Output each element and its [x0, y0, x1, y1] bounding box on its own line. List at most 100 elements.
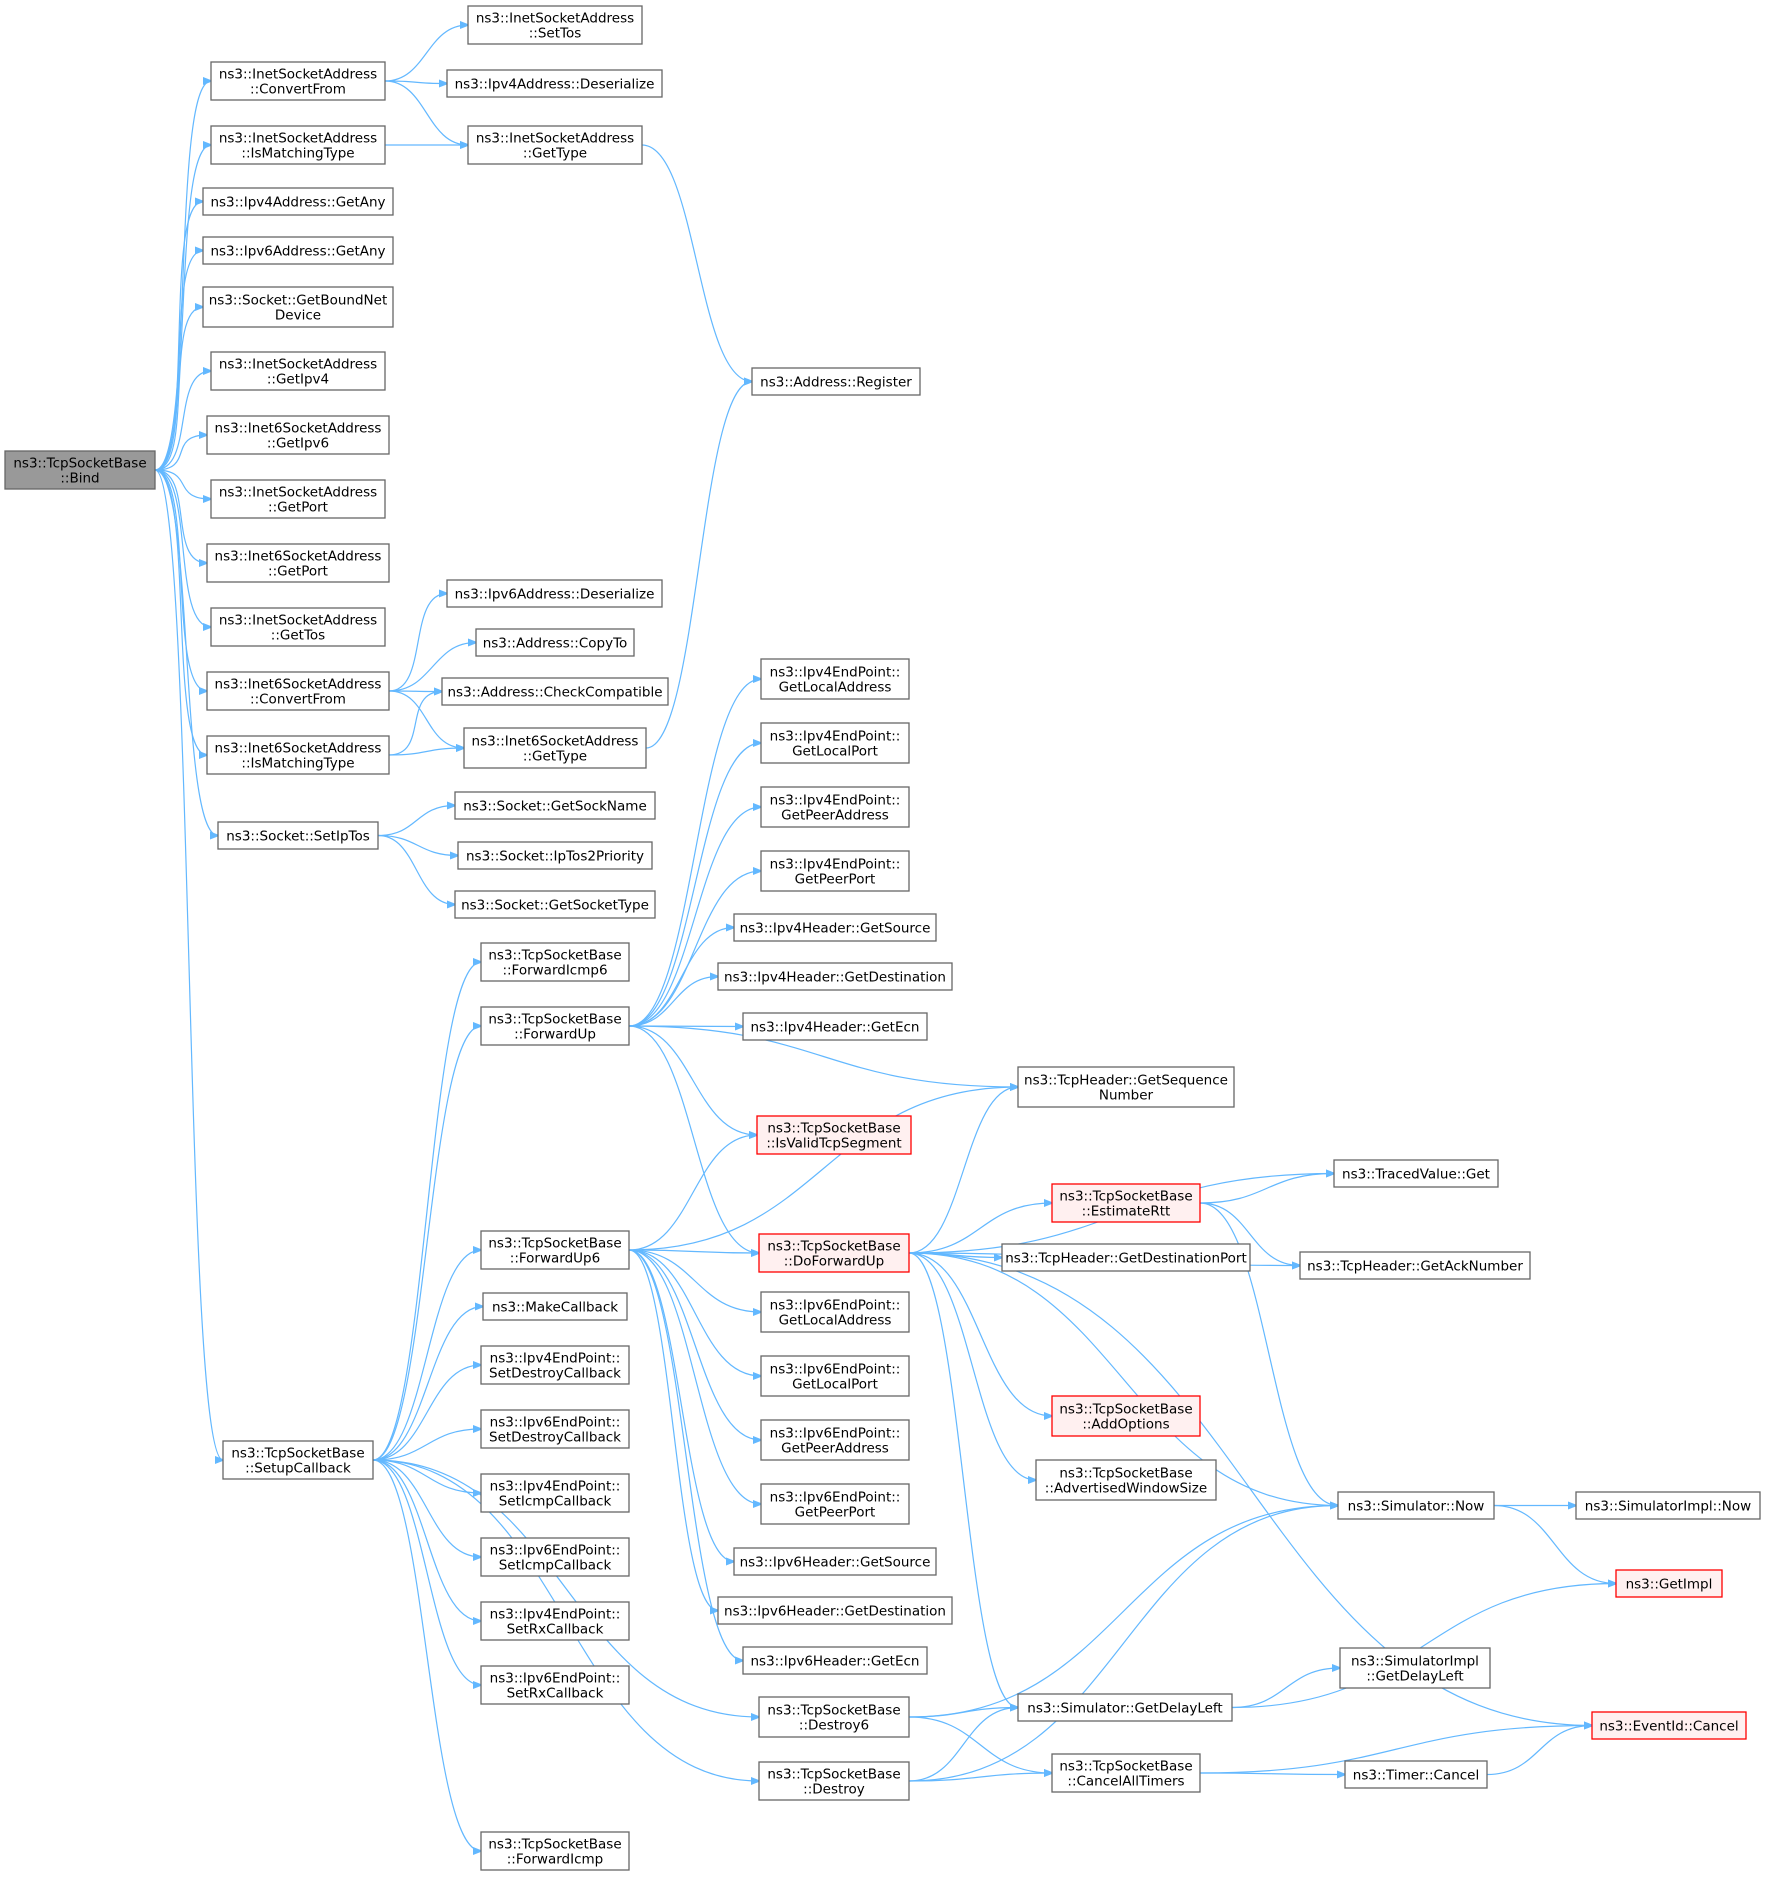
node-label: ns3::Simulator::Now [1348, 1499, 1485, 1515]
node-label: ::AddOptions [1082, 1417, 1169, 1433]
node-ipv6ep_getlocalport[interactable]: ns3::Ipv6EndPoint::GetLocalPort [760, 1355, 910, 1397]
node-simulator_now[interactable]: ns3::Simulator::Now [1337, 1491, 1495, 1520]
node-tcphdr_getdestinationport[interactable]: ns3::TcpHeader::GetDestinationPort [1001, 1243, 1251, 1272]
node-address_checkcompatible[interactable]: ns3::Address::CheckCompatible [441, 677, 669, 706]
node-box [1575, 1491, 1761, 1520]
node-ipv6addr_deserialize[interactable]: ns3::Ipv6Address::Deserialize [446, 579, 663, 608]
node-label: ns3::Ipv6EndPoint:: [770, 1362, 901, 1378]
node-destroy6[interactable]: ns3::TcpSocketBase::Destroy6 [758, 1696, 910, 1738]
node-label: ns3::TcpSocketBase [488, 948, 621, 964]
node-inet6sa_gettype[interactable]: ns3::Inet6SocketAddress::GetType [463, 727, 647, 769]
node-box [480, 1006, 630, 1046]
node-address_register[interactable]: ns3::Address::Register [751, 367, 921, 396]
node-label: ns3::Ipv4EndPoint:: [770, 857, 901, 873]
node-ipv4addr_getany[interactable]: ns3::Ipv4Address::GetAny [202, 187, 394, 216]
edges-layer [154, 25, 1616, 1851]
node-socket_iptos2priority[interactable]: ns3::Socket::IpTos2Priority [457, 841, 653, 870]
node-ipv6hdr_getdestination[interactable]: ns3::Ipv6Header::GetDestination [717, 1596, 953, 1625]
node-inetsa_gettos[interactable]: ns3::InetSocketAddress::GetTos [210, 607, 386, 647]
node-ipv4ep_getpeerport[interactable]: ns3::Ipv4EndPoint::GetPeerPort [760, 850, 910, 892]
node-inetsa_getipv4[interactable]: ns3::InetSocketAddress::GetIpv4 [210, 351, 386, 391]
node-label: ns3::SimulatorImpl::Now [1585, 1499, 1751, 1515]
edge-inet6sa_convertfrom-to-address_copyto [388, 643, 476, 692]
node-inet6sa_getipv6[interactable]: ns3::Inet6SocketAddress::GetIpv6 [206, 415, 390, 455]
node-forwardicmp6[interactable]: ns3::TcpSocketBase::ForwardIcmp6 [480, 942, 630, 982]
edge-cancelalltimers-to-timer_cancel [1199, 1773, 1345, 1775]
node-ipv6addr_getany[interactable]: ns3::Ipv6Address::GetAny [202, 236, 394, 265]
edge-forwardup6-to-ipv6ep_getpeeraddress [628, 1249, 761, 1440]
node-inetsa_ismatchingtype[interactable]: ns3::InetSocketAddress::IsMatchingType [210, 125, 386, 165]
node-forwardup[interactable]: ns3::TcpSocketBase::ForwardUp [480, 1006, 630, 1046]
edge-bind-to-socket_setiptos [154, 469, 218, 836]
node-simulatorimpl_now[interactable]: ns3::SimulatorImpl::Now [1575, 1491, 1761, 1520]
node-socket_getsockettype[interactable]: ns3::Socket::GetSocketType [454, 890, 656, 919]
node-ipv6hdr_getecn[interactable]: ns3::Ipv6Header::GetEcn [742, 1646, 928, 1675]
node-ipv4ep_getlocaladdress[interactable]: ns3::Ipv4EndPoint::GetLocalAddress [760, 658, 910, 700]
node-tcphdr_getacknumber[interactable]: ns3::TcpHeader::GetAckNumber [1299, 1251, 1531, 1280]
node-isvalidtcpsegment[interactable]: ns3::TcpSocketBase::IsValidTcpSegment [756, 1115, 912, 1155]
node-label: ns3::Inet6SocketAddress [215, 421, 382, 437]
node-label: GetPeerAddress [781, 808, 889, 824]
node-tracedvalue_get[interactable]: ns3::TracedValue::Get [1333, 1159, 1499, 1188]
node-label: ns3::InetSocketAddress [476, 131, 634, 147]
node-bind[interactable]: ns3::TcpSocketBase::Bind [4, 450, 156, 490]
node-inetsa_gettype[interactable]: ns3::InetSocketAddress::GetType [467, 125, 643, 165]
edge-forwardup-to-ipv4hdr_getdestination [628, 977, 718, 1027]
node-ipv4hdr_getsource[interactable]: ns3::Ipv4Header::GetSource [733, 913, 937, 942]
node-box [1035, 1459, 1217, 1501]
node-inet6sa_getport[interactable]: ns3::Inet6SocketAddress::GetPort [206, 543, 390, 583]
node-addoptions[interactable]: ns3::TcpSocketBase::AddOptions [1051, 1395, 1201, 1437]
node-ipv4hdr_getdestination[interactable]: ns3::Ipv4Header::GetDestination [717, 962, 953, 991]
node-box [717, 1596, 953, 1625]
node-ipv4ep_getlocalport[interactable]: ns3::Ipv4EndPoint::GetLocalPort [760, 722, 910, 764]
node-destroy[interactable]: ns3::TcpSocketBase::Destroy [758, 1761, 910, 1801]
node-box [202, 187, 394, 216]
node-ipv4ep_setdestroycallback[interactable]: ns3::Ipv4EndPoint::SetDestroyCallback [480, 1345, 630, 1385]
node-inet6sa_ismatchingtype[interactable]: ns3::Inet6SocketAddress::IsMatchingType [206, 735, 390, 775]
node-ipv6ep_setrxcallback[interactable]: ns3::Ipv6EndPoint::SetRxCallback [480, 1665, 630, 1705]
node-advertisedwindowsize[interactable]: ns3::TcpSocketBase::AdvertisedWindowSize [1035, 1459, 1217, 1501]
node-label: SetDestroyCallback [489, 1430, 621, 1446]
node-forwardup6[interactable]: ns3::TcpSocketBase::ForwardUp6 [480, 1230, 630, 1270]
node-timer_cancel[interactable]: ns3::Timer::Cancel [1344, 1760, 1488, 1789]
node-socket_setiptos[interactable]: ns3::Socket::SetIpTos [217, 821, 379, 850]
node-eventid_cancel[interactable]: ns3::EventId::Cancel [1591, 1711, 1747, 1740]
node-label: ns3::Ipv4Address::Deserialize [455, 77, 655, 93]
node-inetsa_settos[interactable]: ns3::InetSocketAddress::SetTos [467, 5, 643, 45]
node-ipv4ep_seticmpcallback[interactable]: ns3::Ipv4EndPoint::SetIcmpCallback [480, 1473, 630, 1513]
node-ipv6hdr_getsource[interactable]: ns3::Ipv6Header::GetSource [733, 1547, 937, 1576]
node-inetsa_convertfrom[interactable]: ns3::InetSocketAddress::ConvertFrom [210, 61, 386, 101]
node-getimpl[interactable]: ns3::GetImpl [1615, 1569, 1723, 1598]
node-estimatertt[interactable]: ns3::TcpSocketBase::EstimateRtt [1051, 1183, 1201, 1223]
node-label: ns3::Ipv6Address::Deserialize [455, 587, 655, 603]
node-simulator_getdelayleft[interactable]: ns3::Simulator::GetDelayLeft [1017, 1693, 1233, 1722]
node-box [217, 821, 379, 850]
node-inetsa_getport[interactable]: ns3::InetSocketAddress::GetPort [210, 479, 386, 519]
node-cancelalltimers[interactable]: ns3::TcpSocketBase::CancelAllTimers [1051, 1753, 1201, 1793]
edge-destroy6-to-cancelalltimers [908, 1716, 1052, 1773]
node-ipv6ep_getpeeraddress[interactable]: ns3::Ipv6EndPoint::GetPeerAddress [760, 1419, 910, 1461]
node-doforwardup[interactable]: ns3::TcpSocketBase::DoForwardUp [758, 1233, 910, 1273]
node-ipv6ep_getpeerport[interactable]: ns3::Ipv6EndPoint::GetPeerPort [760, 1483, 910, 1525]
node-ipv4hdr_getecn[interactable]: ns3::Ipv4Header::GetEcn [742, 1012, 928, 1041]
node-forwardicmp[interactable]: ns3::TcpSocketBase::ForwardIcmp [480, 1831, 630, 1871]
node-simulatorimpl_getdelayleft[interactable]: ns3::SimulatorImpl::GetDelayLeft [1339, 1647, 1491, 1689]
node-inet6sa_convertfrom[interactable]: ns3::Inet6SocketAddress::ConvertFrom [206, 671, 390, 711]
node-ipv4ep_setrxcallback[interactable]: ns3::Ipv4EndPoint::SetRxCallback [480, 1601, 630, 1641]
node-socket_getsockname[interactable]: ns3::Socket::GetSockName [454, 791, 656, 820]
node-ipv6ep_getlocaladdress[interactable]: ns3::Ipv6EndPoint::GetLocalAddress [760, 1291, 910, 1333]
node-box [480, 1473, 630, 1513]
node-ipv6ep_seticmpcallback[interactable]: ns3::Ipv6EndPoint::SetIcmpCallback [480, 1537, 630, 1577]
node-setupcallback[interactable]: ns3::TcpSocketBase::SetupCallback [222, 1440, 374, 1480]
node-label: ::DoForwardUp [784, 1254, 885, 1270]
node-ipv4ep_getpeeraddress[interactable]: ns3::Ipv4EndPoint::GetPeerAddress [760, 786, 910, 828]
node-ipv6ep_setdestroycallback[interactable]: ns3::Ipv6EndPoint::SetDestroyCallback [480, 1409, 630, 1449]
node-address_copyto[interactable]: ns3::Address::CopyTo [475, 628, 635, 657]
node-ipv4addr_deserialize[interactable]: ns3::Ipv4Address::Deserialize [446, 69, 663, 98]
node-makecallback[interactable]: ns3::MakeCallback [482, 1292, 628, 1321]
node-label: ::GetDelayLeft [1366, 1669, 1463, 1685]
edge-inetsa_convertfrom-to-inetsa_settos [384, 25, 468, 82]
